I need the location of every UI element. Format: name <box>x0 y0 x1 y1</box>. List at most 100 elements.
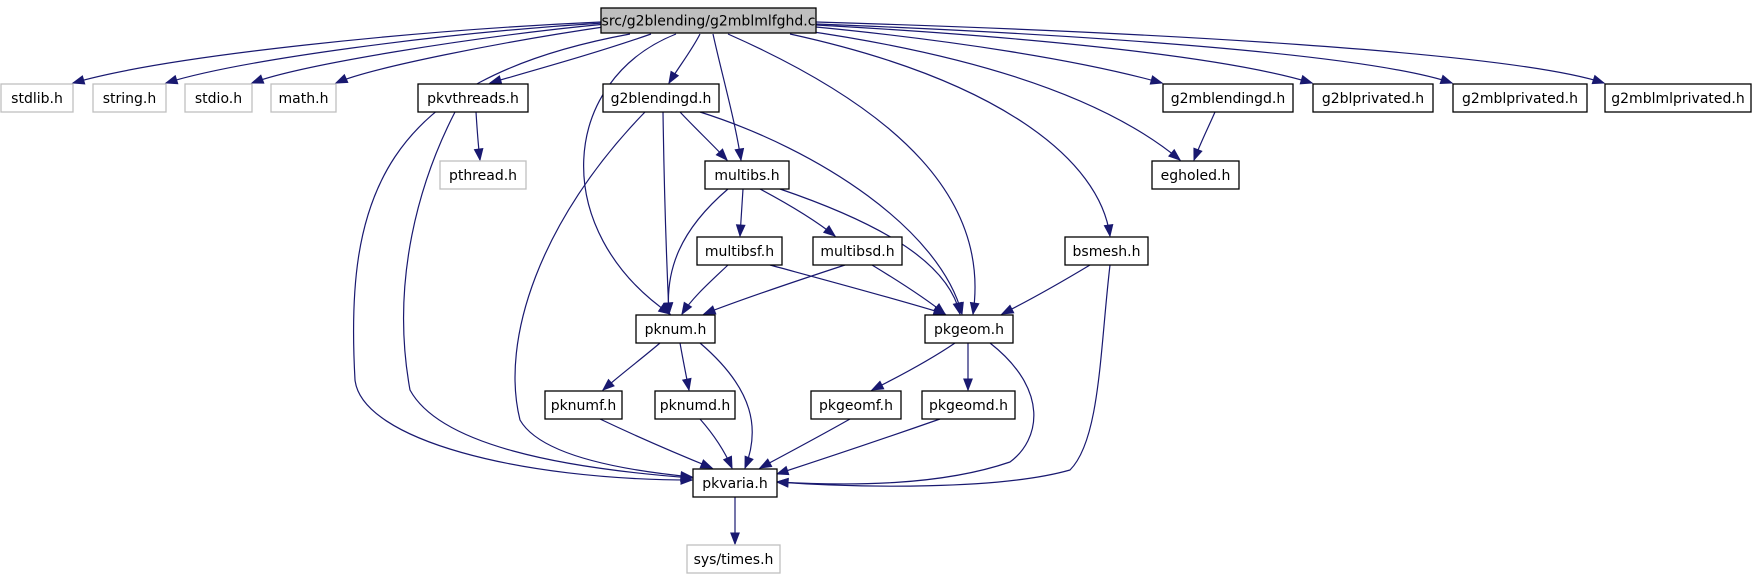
node-label: multibs.h <box>714 168 779 184</box>
edge-line <box>583 33 677 315</box>
node-label: pkgeomf.h <box>819 398 893 414</box>
arrowhead-icon <box>334 73 349 84</box>
node-label: pkgeom.h <box>934 322 1004 338</box>
node-label: pkvthreads.h <box>427 91 519 107</box>
arrowhead-icon <box>734 147 745 162</box>
edge-line <box>165 22 604 84</box>
arrowhead-icon <box>164 74 179 85</box>
arrowhead-icon <box>488 75 503 85</box>
edge-line <box>815 21 1605 84</box>
edge-pkgeom-pkvaria <box>775 342 1035 488</box>
edge-root-pknum <box>583 33 677 315</box>
node-label: g2mblprivated.h <box>1462 91 1578 107</box>
node-box <box>1064 236 1149 266</box>
node-label: g2blprivated.h <box>1322 91 1424 107</box>
node-pkgeomd[interactable]: pkgeomd.h <box>921 390 1016 420</box>
node-label: g2mblmlprivated.h <box>1611 91 1744 107</box>
edge-pkgeomf-pkvaria <box>758 418 851 469</box>
arrowhead-icon <box>952 301 963 316</box>
arrowhead-icon <box>681 301 693 316</box>
edge-line <box>72 21 602 84</box>
arrowhead-icon <box>1439 74 1454 84</box>
edge-root-g2mblmlprivated <box>815 21 1606 85</box>
edge-root-g2blprivated <box>815 24 1314 85</box>
edge-line <box>789 33 1111 237</box>
node-label: pknum.h <box>645 322 707 338</box>
arrowhead-icon <box>1591 74 1606 85</box>
node-box <box>686 544 781 574</box>
node-pkvthreads[interactable]: pkvthreads.h <box>417 83 529 113</box>
node-g2blprivated[interactable]: g2blprivated.h <box>1312 83 1434 113</box>
edge-root-pkgeom <box>727 33 980 316</box>
node-systimes: sys/times.h <box>686 544 781 574</box>
edge-line <box>727 33 976 315</box>
arrowhead-icon <box>668 70 680 85</box>
edge-g2mblendingd-egholed <box>1193 111 1216 162</box>
node-pthread: pthread.h <box>439 160 527 190</box>
node-pknumf[interactable]: pknumf.h <box>544 390 623 420</box>
node-box <box>544 390 623 420</box>
arrowhead-icon <box>473 147 484 162</box>
edge-multibs-multibsf <box>735 188 746 238</box>
node-pkgeomf[interactable]: pkgeomf.h <box>810 390 902 420</box>
edge-line <box>759 418 851 469</box>
node-multibs[interactable]: multibs.h <box>704 160 790 190</box>
node-box <box>924 314 1014 344</box>
node-g2mblprivated[interactable]: g2mblprivated.h <box>1452 83 1588 113</box>
edge-multibs-multibsd <box>759 188 837 237</box>
node-pknum[interactable]: pknum.h <box>635 314 716 344</box>
node-label: multibsd.h <box>820 244 894 260</box>
arrowhead-icon <box>822 224 837 237</box>
edge-line <box>599 418 713 469</box>
edge-line <box>703 264 846 315</box>
node-pkgeom[interactable]: pkgeom.h <box>924 314 1014 344</box>
node-pknumd[interactable]: pknumd.h <box>654 390 736 420</box>
node-box <box>1452 83 1588 113</box>
node-multibsf[interactable]: multibsf.h <box>696 236 783 266</box>
node-root[interactable]: src/g2blending/g2mblmlfghd.c <box>600 7 817 34</box>
arrowhead-icon <box>932 302 947 315</box>
edge-line <box>779 188 961 315</box>
arrowhead-icon <box>1299 74 1314 85</box>
node-g2mblmlprivated[interactable]: g2mblmlprivated.h <box>1604 83 1752 113</box>
node-box <box>439 160 527 190</box>
edge-bsmesh-pkvaria <box>775 264 1111 488</box>
node-math: math.h <box>270 83 337 113</box>
node-multibsd[interactable]: multibsd.h <box>812 236 903 266</box>
arrowhead-icon <box>870 380 885 391</box>
node-box <box>635 314 716 344</box>
edge-root-string <box>164 22 604 85</box>
node-box <box>654 390 736 420</box>
node-egholed[interactable]: egholed.h <box>1151 160 1240 190</box>
edge-pknum-pknumd <box>679 342 692 392</box>
node-stdio: stdio.h <box>184 83 253 113</box>
node-box <box>417 83 529 113</box>
arrowhead-icon <box>730 532 740 546</box>
arrowhead-icon <box>1149 75 1164 85</box>
edge-pkgeom-pkgeomd <box>963 342 973 392</box>
arrowhead-icon <box>1168 148 1182 161</box>
arrowhead-icon <box>1103 223 1114 238</box>
edge-root-bsmesh <box>789 33 1114 238</box>
node-g2blendingd[interactable]: g2blendingd.h <box>602 83 720 113</box>
edge-root-g2mblendingd <box>815 26 1164 85</box>
arrowhead-icon <box>744 455 754 470</box>
node-bsmesh[interactable]: bsmesh.h <box>1064 236 1149 266</box>
node-box <box>1312 83 1434 113</box>
arrowhead-icon <box>699 459 714 469</box>
node-label: g2mblendingd.h <box>1171 91 1285 107</box>
node-box <box>921 390 1016 420</box>
node-label: pthread.h <box>449 168 517 184</box>
node-box <box>810 390 902 420</box>
edge-g2blendingd-pknum <box>662 111 674 316</box>
node-pkvaria[interactable]: pkvaria.h <box>692 468 778 498</box>
node-g2mblendingd[interactable]: g2mblendingd.h <box>1162 83 1294 113</box>
node-label: pknumd.h <box>660 398 731 414</box>
edge-g2blendingd-pkgeom <box>699 111 964 316</box>
arrowhead-icon <box>1000 304 1015 315</box>
arrowhead-icon <box>758 458 773 469</box>
node-box <box>184 83 253 113</box>
node-label: math.h <box>279 91 329 107</box>
